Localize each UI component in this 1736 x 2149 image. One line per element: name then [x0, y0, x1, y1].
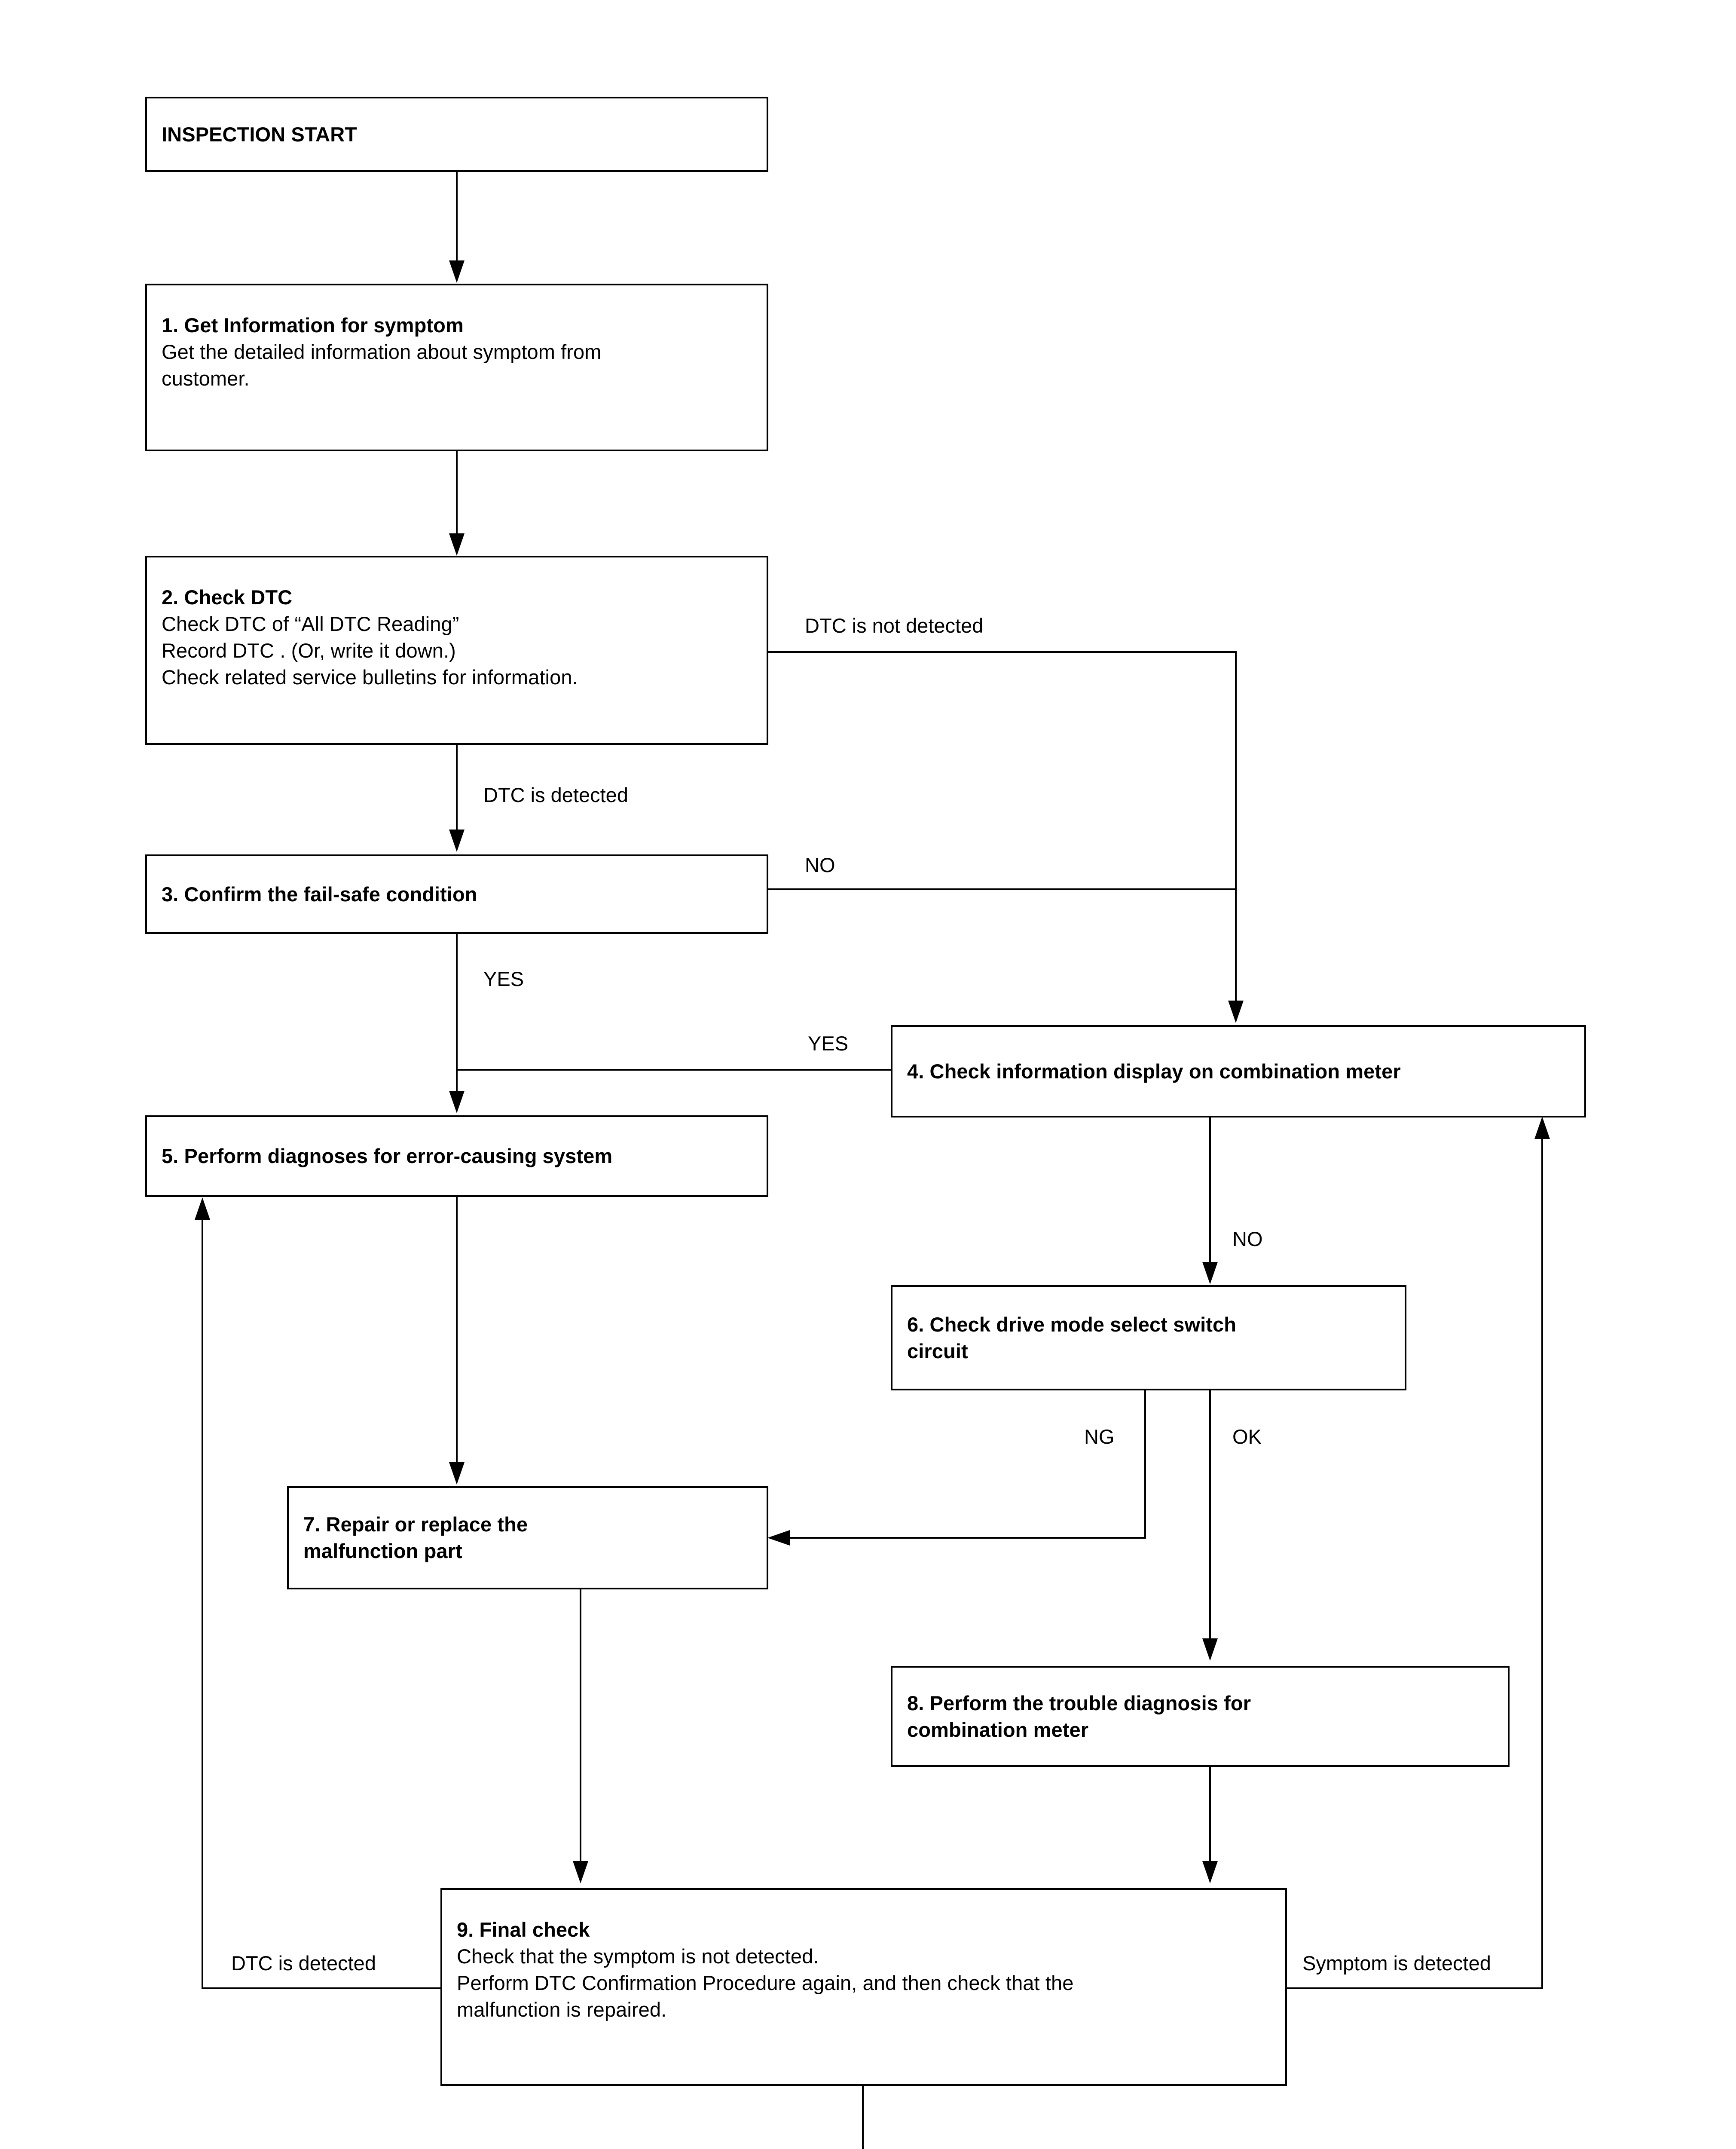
- node-step-2-detail: Check DTC of “All DTC Reading” Record DT…: [162, 612, 578, 689]
- node-step-8-body: 8. Perform the trouble diagnosis for com…: [907, 1690, 1499, 1743]
- edge-label-step4-yes: YES: [808, 1032, 849, 1055]
- edge-label-loop-dtc-detected: DTC is detected: [231, 1952, 376, 1975]
- node-inspection-start-title: INSPECTION START: [162, 122, 358, 146]
- node-step-8-title: 8. Perform the trouble diagnosis for com…: [907, 1691, 1251, 1741]
- node-step-6-body: 6. Check drive mode select switch circui…: [907, 1311, 1396, 1365]
- node-step-9-detail: Check that the symptom is not detected. …: [457, 1945, 1074, 2021]
- arrowhead-9-loop-to-5: [195, 1197, 210, 1220]
- node-step-6-title: 6. Check drive mode select switch circui…: [907, 1313, 1237, 1362]
- edge-label-loop-symptom-detected: Symptom is detected: [1302, 1952, 1491, 1975]
- edge-label-dtc-detected: DTC is detected: [483, 784, 628, 806]
- arrowhead-6-ng-to-7: [767, 1530, 790, 1546]
- node-step-5[interactable]: 5. Perform diagnoses for error-causing s…: [145, 1115, 768, 1197]
- arrowhead-9-loop-to-4: [1534, 1117, 1550, 1139]
- node-step-3-body: 3. Confirm the fail-safe condition: [162, 881, 758, 908]
- node-inspection-start-body: INSPECTION START: [162, 121, 758, 148]
- connector-4-yes-horizontal: [456, 1069, 892, 1071]
- node-step-3[interactable]: 3. Confirm the fail-safe condition: [145, 854, 768, 934]
- connector-3-to-5: [456, 934, 458, 1093]
- node-step-9-body: 9. Final check Check that the symptom is…: [457, 1916, 1277, 2023]
- node-step-7-body: 7. Repair or replace the malfunction par…: [303, 1511, 758, 1564]
- arrowhead-7-to-9: [573, 1861, 588, 1883]
- connector-9-to-end: [862, 2086, 864, 2149]
- node-step-6[interactable]: 6. Check drive mode select switch circui…: [891, 1285, 1406, 1390]
- node-step-9-title: 9. Final check: [457, 1918, 590, 1941]
- node-step-7-title: 7. Repair or replace the malfunction par…: [303, 1513, 528, 1562]
- arrowhead-2-to-3: [449, 830, 465, 852]
- edge-label-step3-no: NO: [805, 854, 835, 876]
- connector-6-to-8: [1209, 1390, 1211, 1640]
- node-step-4-body: 4. Check information display on combinat…: [907, 1058, 1576, 1085]
- node-step-2-title: 2. Check DTC: [162, 586, 293, 609]
- connector-2-not-detected-horizontal: [768, 651, 1237, 653]
- arrowhead-3-to-5: [449, 1091, 465, 1113]
- node-step-4[interactable]: 4. Check information display on combinat…: [891, 1025, 1586, 1117]
- edge-label-step6-ng: NG: [1084, 1425, 1115, 1448]
- connector-2-not-detected-vertical: [1235, 651, 1237, 1001]
- connector-9-loop-right-vertical: [1541, 1139, 1543, 1988]
- node-step-4-title: 4. Check information display on combinat…: [907, 1059, 1401, 1083]
- node-step-2[interactable]: 2. Check DTC Check DTC of “All DTC Readi…: [145, 556, 768, 745]
- node-step-1-body: 1. Get Information for symptom Get the d…: [162, 312, 758, 392]
- node-step-1-detail: Get the detailed information about sympt…: [162, 340, 602, 390]
- connector-1-to-2: [456, 451, 458, 535]
- arrowhead-8-to-9: [1202, 1861, 1218, 1883]
- node-step-1-title: 1. Get Information for symptom: [162, 314, 464, 337]
- node-step-7[interactable]: 7. Repair or replace the malfunction par…: [287, 1486, 768, 1589]
- connector-2-to-3: [456, 745, 458, 831]
- arrowhead-1-to-2: [449, 533, 465, 556]
- node-step-9[interactable]: 9. Final check Check that the symptom is…: [440, 1888, 1287, 2086]
- connector-6-ng-vertical: [1144, 1390, 1146, 1539]
- connector-9-loop-left-horizontal: [202, 1987, 442, 1989]
- connector-9-loop-right-horizontal: [1285, 1987, 1543, 1989]
- arrowhead-2-not-detected: [1228, 1001, 1244, 1023]
- edge-label-step3-yes: YES: [483, 967, 524, 990]
- connector-4-to-6: [1209, 1117, 1211, 1264]
- connector-8-to-9: [1209, 1767, 1211, 1862]
- node-step-8[interactable]: 8. Perform the trouble diagnosis for com…: [891, 1666, 1510, 1767]
- node-inspection-start[interactable]: INSPECTION START: [145, 97, 768, 172]
- edge-label-step4-no: NO: [1232, 1228, 1263, 1250]
- connector-9-loop-left-vertical: [202, 1220, 203, 1988]
- node-step-1[interactable]: 1. Get Information for symptom Get the d…: [145, 284, 768, 451]
- node-step-5-title: 5. Perform diagnoses for error-causing s…: [162, 1145, 613, 1167]
- arrowhead-start-to-1: [449, 260, 465, 283]
- node-step-5-body: 5. Perform diagnoses for error-causing s…: [162, 1143, 758, 1169]
- connector-start-to-1: [456, 172, 458, 262]
- arrowhead-5-to-7: [449, 1462, 465, 1485]
- node-step-3-title: 3. Confirm the fail-safe condition: [162, 882, 477, 906]
- arrowhead-4-to-6: [1202, 1262, 1218, 1284]
- connector-3-no-horizontal: [768, 888, 1237, 890]
- connector-5-to-7: [456, 1197, 458, 1463]
- connector-7-to-9: [580, 1589, 581, 1862]
- arrowhead-6-to-8: [1202, 1638, 1218, 1661]
- edge-label-dtc-not-detected: DTC is not detected: [805, 614, 984, 637]
- node-step-2-body: 2. Check DTC Check DTC of “All DTC Readi…: [162, 584, 758, 691]
- connector-6-ng-horizontal: [790, 1537, 1146, 1539]
- edge-label-step6-ok: OK: [1232, 1425, 1262, 1448]
